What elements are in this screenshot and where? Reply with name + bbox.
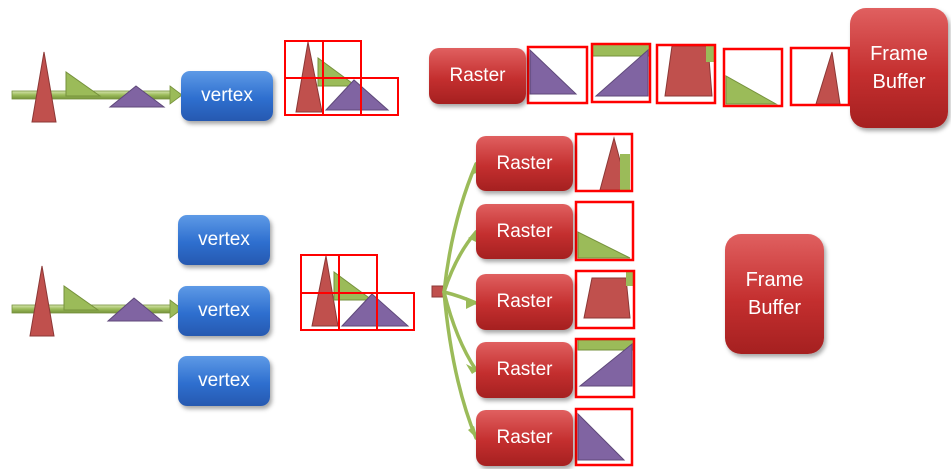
bottom-input-green-triangle [63, 285, 100, 311]
bottom-frame-buffer-label: Frame Buffer [745, 269, 804, 319]
top-vertex-box: vertex [181, 71, 273, 121]
bottom-tiled-primitives [300, 254, 415, 331]
bottom-tile-3 [574, 269, 636, 330]
bottom-vertex-label: vertex [198, 300, 250, 321]
bottom-frame-buffer-box: Frame Buffer [725, 234, 824, 354]
input-red-triangle [31, 51, 57, 123]
bottom-input-red-triangle [29, 265, 55, 337]
bottom-tile-2 [574, 200, 635, 262]
top-vertex-label: vertex [201, 85, 253, 106]
bottom-raster-box-1: Raster [476, 136, 573, 191]
input-purple-triangle [108, 85, 166, 108]
top-frame-buffer-label: Frame Buffer [870, 43, 928, 93]
bottom-input-purple-triangle [106, 297, 164, 322]
bottom-raster-box-3: Raster [476, 274, 573, 330]
bottom-tile-1 [574, 132, 634, 193]
top-raster-label: Raster [449, 65, 506, 86]
bottom-raster-label: Raster [496, 220, 553, 242]
bottom-raster-label: Raster [496, 427, 553, 448]
bottom-vertex-box-1: vertex [178, 215, 270, 265]
top-tile-1 [526, 45, 589, 105]
bottom-raster-box-2: Raster [476, 204, 573, 259]
top-tile-5 [789, 46, 851, 107]
bottom-vertex-box-2: vertex [178, 286, 270, 336]
bottom-vertex-label: vertex [198, 229, 250, 250]
top-tile-3 [655, 43, 717, 105]
top-raster-box: Raster [429, 48, 526, 104]
bottom-tile-5 [574, 407, 634, 467]
top-frame-buffer-box: Frame Buffer [850, 8, 948, 128]
bottom-raster-label: Raster [496, 359, 553, 380]
bottom-tile-4 [574, 337, 636, 399]
fan-out-arrowheads [466, 162, 480, 440]
top-tile-2 [590, 42, 652, 104]
top-tile-4 [722, 47, 784, 108]
bottom-raster-label: Raster [496, 291, 553, 312]
bottom-vertex-box-3: vertex [178, 356, 270, 406]
bottom-raster-box-5: Raster [476, 410, 573, 466]
bottom-vertex-label: vertex [198, 370, 250, 391]
top-tiled-primitives [284, 40, 399, 116]
distributor-node [431, 285, 444, 298]
bottom-raster-label: Raster [496, 152, 553, 174]
input-green-triangle [65, 71, 102, 97]
bottom-raster-box-4: Raster [476, 342, 573, 398]
